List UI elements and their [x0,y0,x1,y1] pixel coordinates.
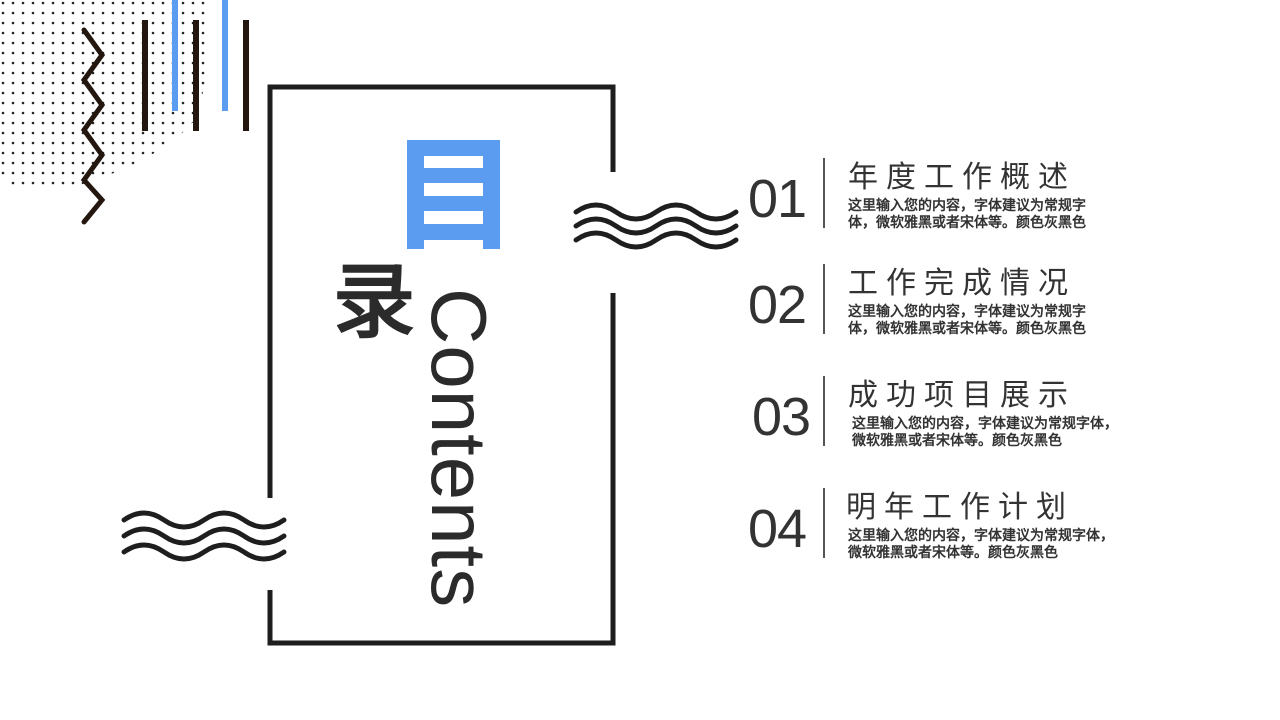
item-description: 这里输入您的内容，字体建议为常规字 体，微软雅黑或者宋体等。颜色灰黑色 [848,198,1086,232]
description-line: 这里输入您的内容，字体建议为常规字 [848,304,1086,320]
item-title: 年度工作概述 [848,160,1076,195]
description-line: 这里输入您的内容，字体建议为常规字体， [848,528,1114,544]
description-line: 这里输入您的内容，字体建议为常规字 [848,198,1086,214]
item-description: 这里输入您的内容，字体建议为常规字体， 微软雅黑或者宋体等。颜色灰黑色 [852,416,1118,450]
vertical-bar-dark-3 [243,20,249,131]
description-line: 体，微软雅黑或者宋体等。颜色灰黑色 [848,215,1086,231]
vertical-bar-blue-2 [222,0,228,111]
item-title: 工作完成情况 [848,266,1076,301]
heading-char-mu-icon [407,140,500,249]
wave-icon-left [121,510,287,562]
item-title: 成功项目展示 [848,378,1076,413]
contents-frame [267,84,616,646]
wave-icon-right [573,202,739,250]
description-line: 这里输入您的内容，字体建议为常规字体， [852,416,1118,432]
vertical-bar-dark-2 [193,20,199,131]
item-number: 02 [748,275,807,335]
toc-item-1[interactable]: 01 年度工作概述 这里输入您的内容，字体建议为常规字 体，微软雅黑或者宋体等。… [748,158,1188,238]
item-divider [823,158,825,228]
item-number: 04 [748,499,807,559]
description-line: 体，微软雅黑或者宋体等。颜色灰黑色 [848,321,1086,337]
item-number: 03 [752,387,811,447]
item-divider [823,488,825,558]
item-description: 这里输入您的内容，字体建议为常规字 体，微软雅黑或者宋体等。颜色灰黑色 [848,304,1086,338]
toc-item-3[interactable]: 03 成功项目展示 这里输入您的内容，字体建议为常规字体， 微软雅黑或者宋体等。… [748,376,1188,456]
description-line: 微软雅黑或者宋体等。颜色灰黑色 [852,433,1062,449]
item-description: 这里输入您的内容，字体建议为常规字体， 微软雅黑或者宋体等。颜色灰黑色 [848,528,1114,562]
vertical-bar-dark-1 [142,20,148,131]
item-number: 01 [748,169,807,229]
item-divider [823,376,825,446]
dotted-pattern-background [0,0,211,189]
zigzag-line [80,27,106,225]
item-title: 明年工作计划 [846,490,1074,525]
toc-item-2[interactable]: 02 工作完成情况 这里输入您的内容，字体建议为常规字 体，微软雅黑或者宋体等。… [748,264,1188,344]
description-line: 微软雅黑或者宋体等。颜色灰黑色 [848,545,1058,561]
heading-char-lu: 录 [333,255,416,350]
heading-contents-vertical: Contents [415,288,503,609]
toc-item-4[interactable]: 04 明年工作计划 这里输入您的内容，字体建议为常规字体， 微软雅黑或者宋体等。… [748,488,1188,568]
vertical-bar-blue-1 [172,0,178,111]
item-divider [823,264,825,334]
